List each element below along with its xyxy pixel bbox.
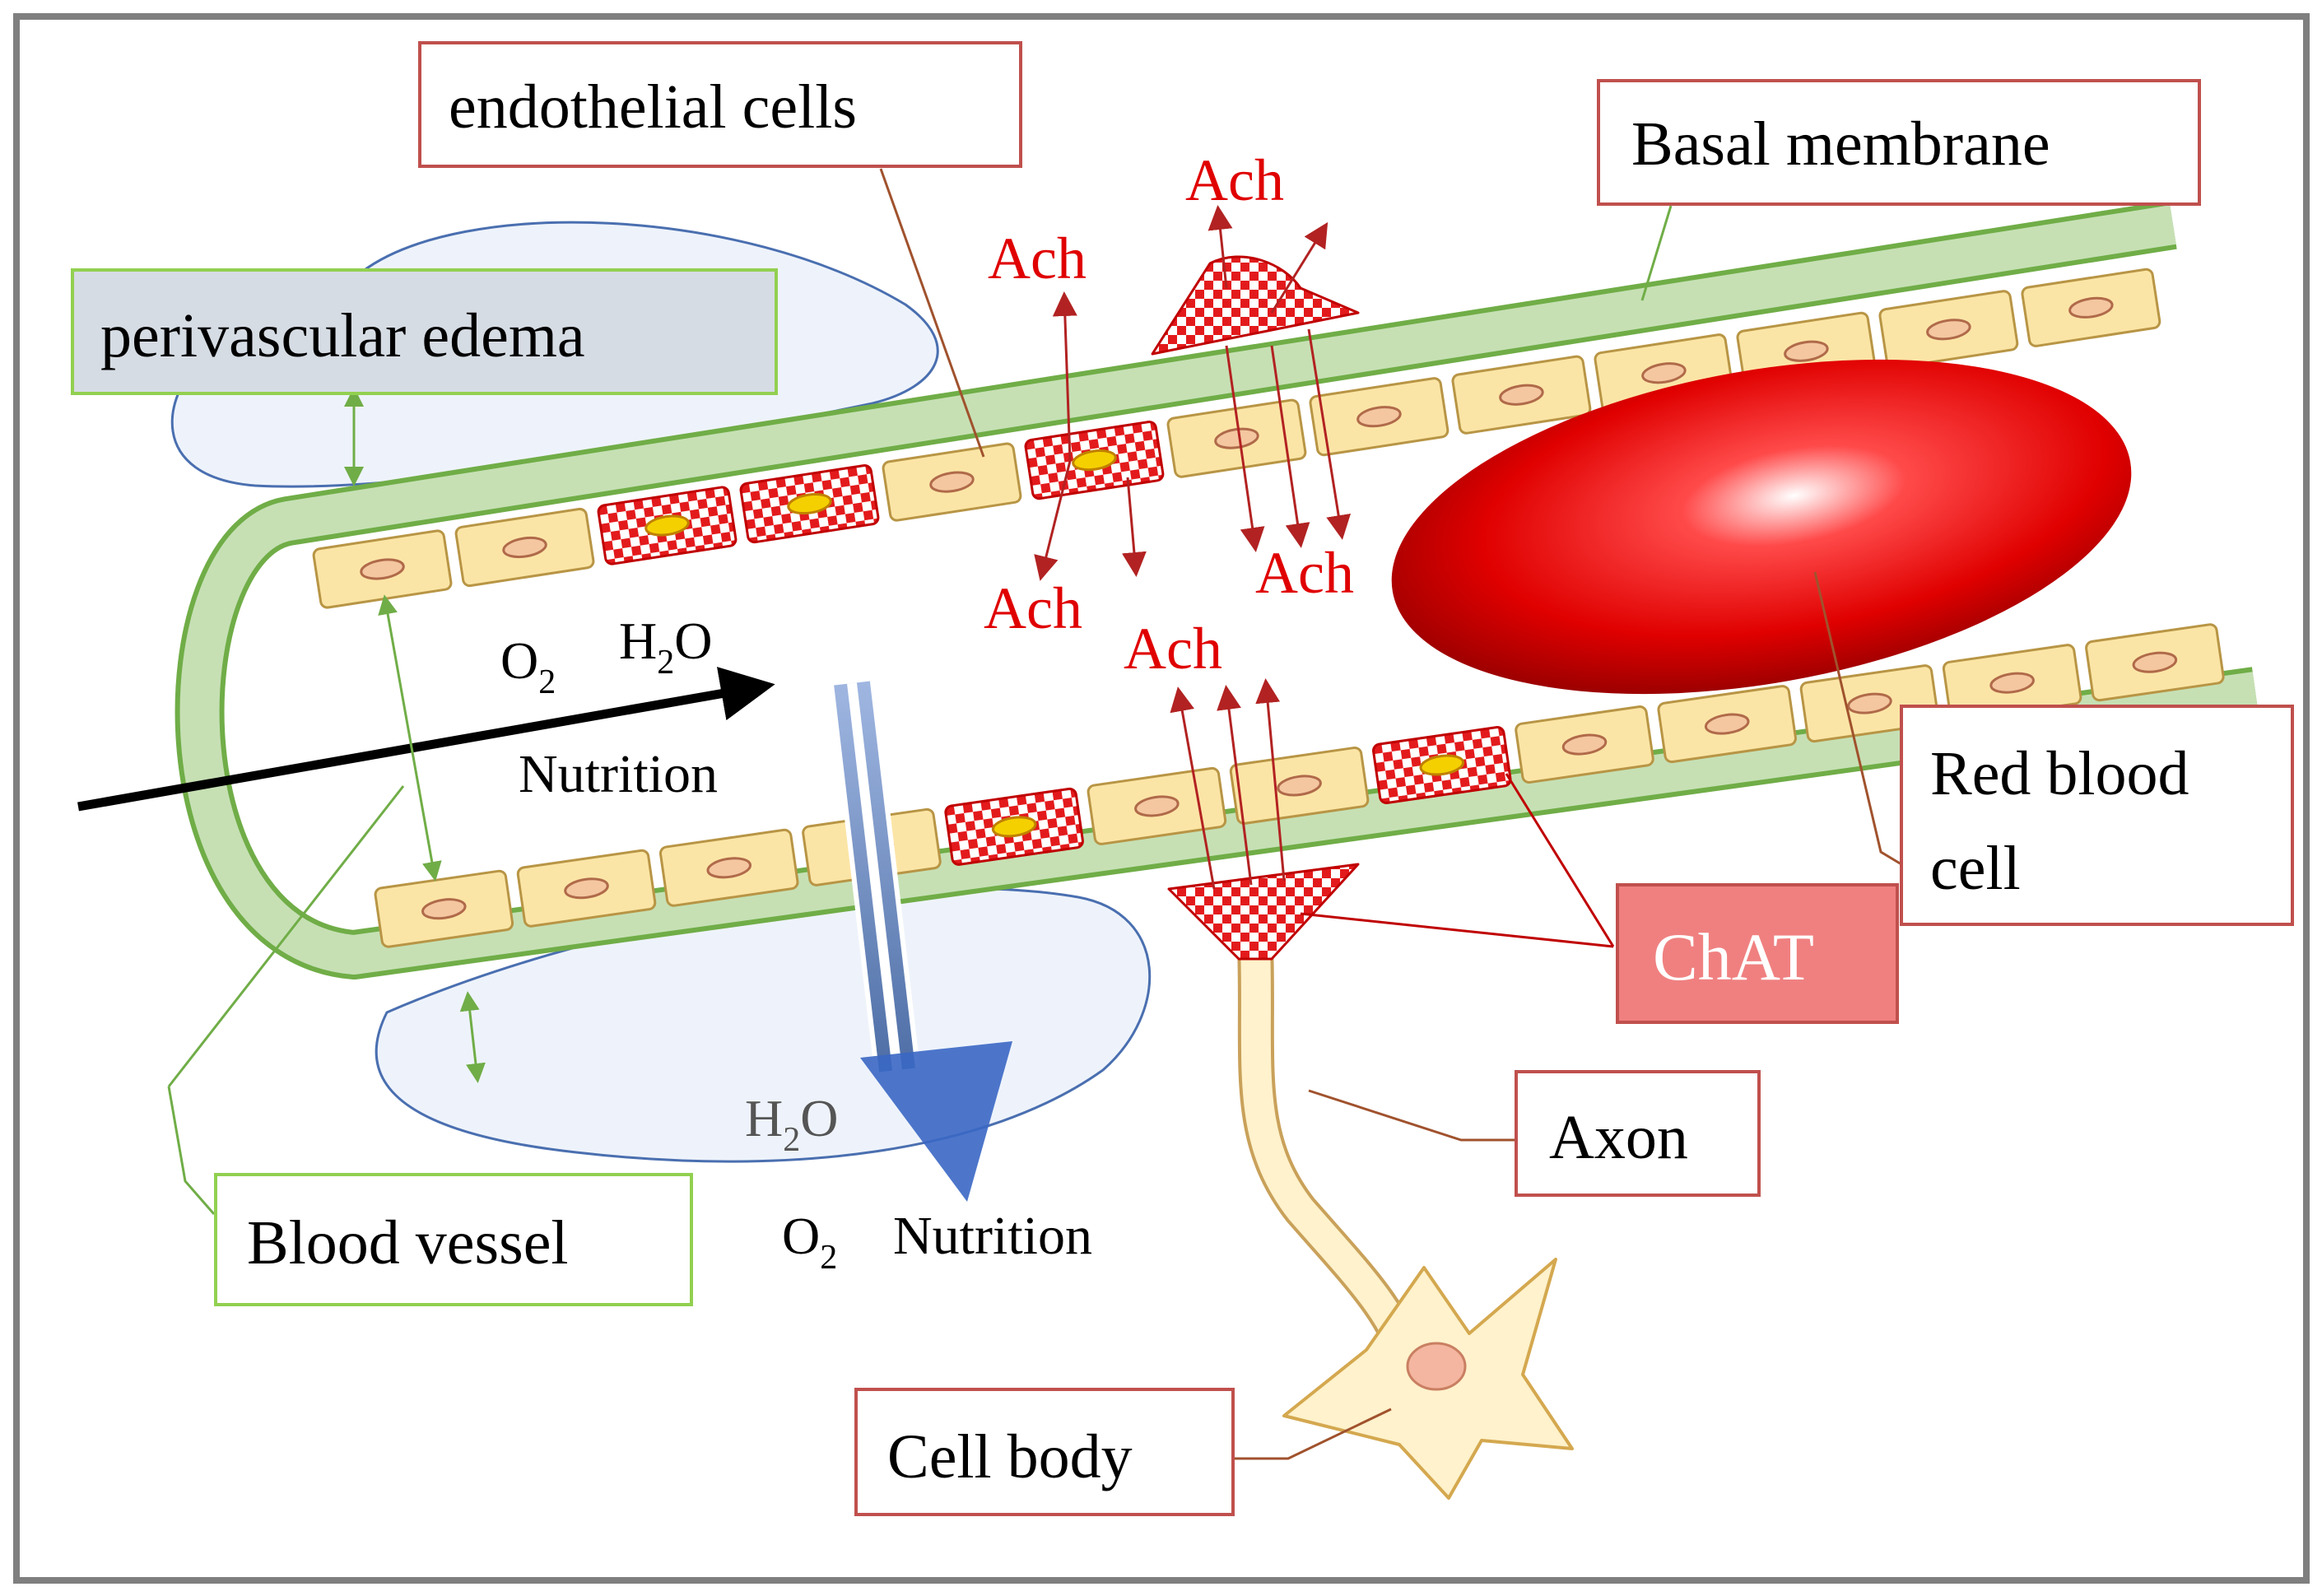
diffusion-arrow (829, 680, 1012, 1202)
chat-leader-1 (1505, 773, 1615, 947)
label-chat: ChAT (1616, 883, 1899, 1024)
endothelial-leader (879, 168, 985, 458)
ach-arrows (1034, 205, 1352, 890)
ach-arrow (1217, 685, 1253, 886)
blood-vessel-wall-inner (179, 205, 2259, 975)
endothelial-cell (2085, 623, 2225, 702)
axon-leader (1308, 1089, 1515, 1142)
endothelial-cell (454, 507, 595, 588)
ach-label: Ach (1124, 616, 1222, 682)
edema-spacing-arrow (378, 594, 442, 882)
chat-leader-2 (1300, 912, 1614, 948)
cell-body-nucleus (1406, 1342, 1467, 1391)
red-blood-cell (1391, 359, 2132, 695)
ach-arrow (1208, 205, 1233, 289)
h2o-outside-text: H2O (745, 1089, 838, 1159)
endothelial-cell (1515, 705, 1654, 784)
label-basal-text: Basal membrane (1631, 109, 2050, 179)
endothelial-cell (1878, 290, 2019, 370)
endothelial-cell (1309, 377, 1450, 457)
h2o-text: H2O (619, 612, 712, 682)
ach-arrow (1307, 328, 1352, 540)
edema-spacing-arrow (459, 991, 486, 1083)
ach-label: Ach (988, 226, 1087, 291)
label-red-blood-cell: Red blood cell (1900, 705, 2294, 926)
label-perivascular-edema: perivascular edema (71, 268, 778, 395)
label-rbc-text-1: Red blood (1930, 739, 2189, 808)
ach-arrow (1270, 345, 1310, 548)
endothelial-cell (1087, 766, 1227, 845)
basal-leader (1640, 205, 1673, 301)
endothelial-row-lower (374, 623, 2225, 948)
label-axon-text: Axon (1549, 1103, 1688, 1172)
o2-outside-text: O2 (782, 1207, 837, 1277)
ach-arrow (1225, 345, 1265, 552)
rbc-leader (1813, 571, 1902, 866)
endothelial-cell (1166, 398, 1307, 478)
ach-arrow (1270, 221, 1329, 314)
nutrition-outside-text: Nutrition (893, 1206, 1092, 1266)
flow-inside: O2 H2O Nutrition (500, 612, 718, 804)
endothelial-cell (658, 828, 799, 907)
ach-label: Ach (1255, 540, 1354, 606)
endothelial-cell (1229, 746, 1370, 825)
ach-label: Ach (984, 575, 1082, 641)
label-blood-vessel: Blood vessel (214, 1173, 693, 1306)
chat-positive-endothelial-cell (597, 486, 738, 565)
cell-body-leader (1235, 1408, 1392, 1460)
nerve-terminal-upper (1151, 255, 1360, 356)
blood-vessel-leader (167, 1086, 216, 1215)
nerve-terminal-lower (1167, 863, 1360, 961)
ach-arrow (1034, 460, 1072, 581)
ach-arrow (1170, 686, 1216, 890)
label-basal-membrane: Basal membrane (1597, 79, 2201, 206)
label-edema-text: perivascular edema (100, 301, 585, 370)
ach-arrow (1255, 678, 1286, 882)
label-axon: Axon (1515, 1070, 1761, 1197)
label-rbc-text-2: cell (1930, 834, 2021, 903)
ach-arrow (1121, 477, 1147, 577)
nutrition-text: Nutrition (519, 744, 718, 804)
leader-lines (167, 168, 1902, 1460)
ach-arrow (1052, 291, 1077, 462)
label-blood-vessel-text: Blood vessel (247, 1208, 569, 1277)
endothelial-cell (1657, 685, 1797, 764)
label-chat-text: ChAT (1653, 919, 1814, 994)
chat-positive-endothelial-cell (1372, 726, 1512, 804)
blood-vessel-leader-2 (167, 785, 405, 1087)
label-cell-body-text: Cell body (887, 1422, 1133, 1491)
endothelial-cell (516, 849, 657, 928)
endothelial-cell (882, 442, 1022, 522)
label-cell-body: Cell body (854, 1388, 1235, 1516)
chat-positive-endothelial-cell (944, 787, 1084, 866)
label-endothelial-text: endothelial cells (449, 72, 857, 142)
endothelial-cell (2021, 268, 2161, 347)
endothelial-cell (1451, 355, 1592, 435)
chat-positive-endothelial-cell (739, 464, 880, 544)
endothelial-cell (312, 529, 453, 609)
ach-label: Ach (1185, 147, 1284, 213)
o2-text: O2 (500, 631, 556, 701)
flow-outside: H2O O2 Nutrition (745, 1089, 1092, 1277)
label-endothelial-cells: endothelial cells (418, 41, 1022, 168)
